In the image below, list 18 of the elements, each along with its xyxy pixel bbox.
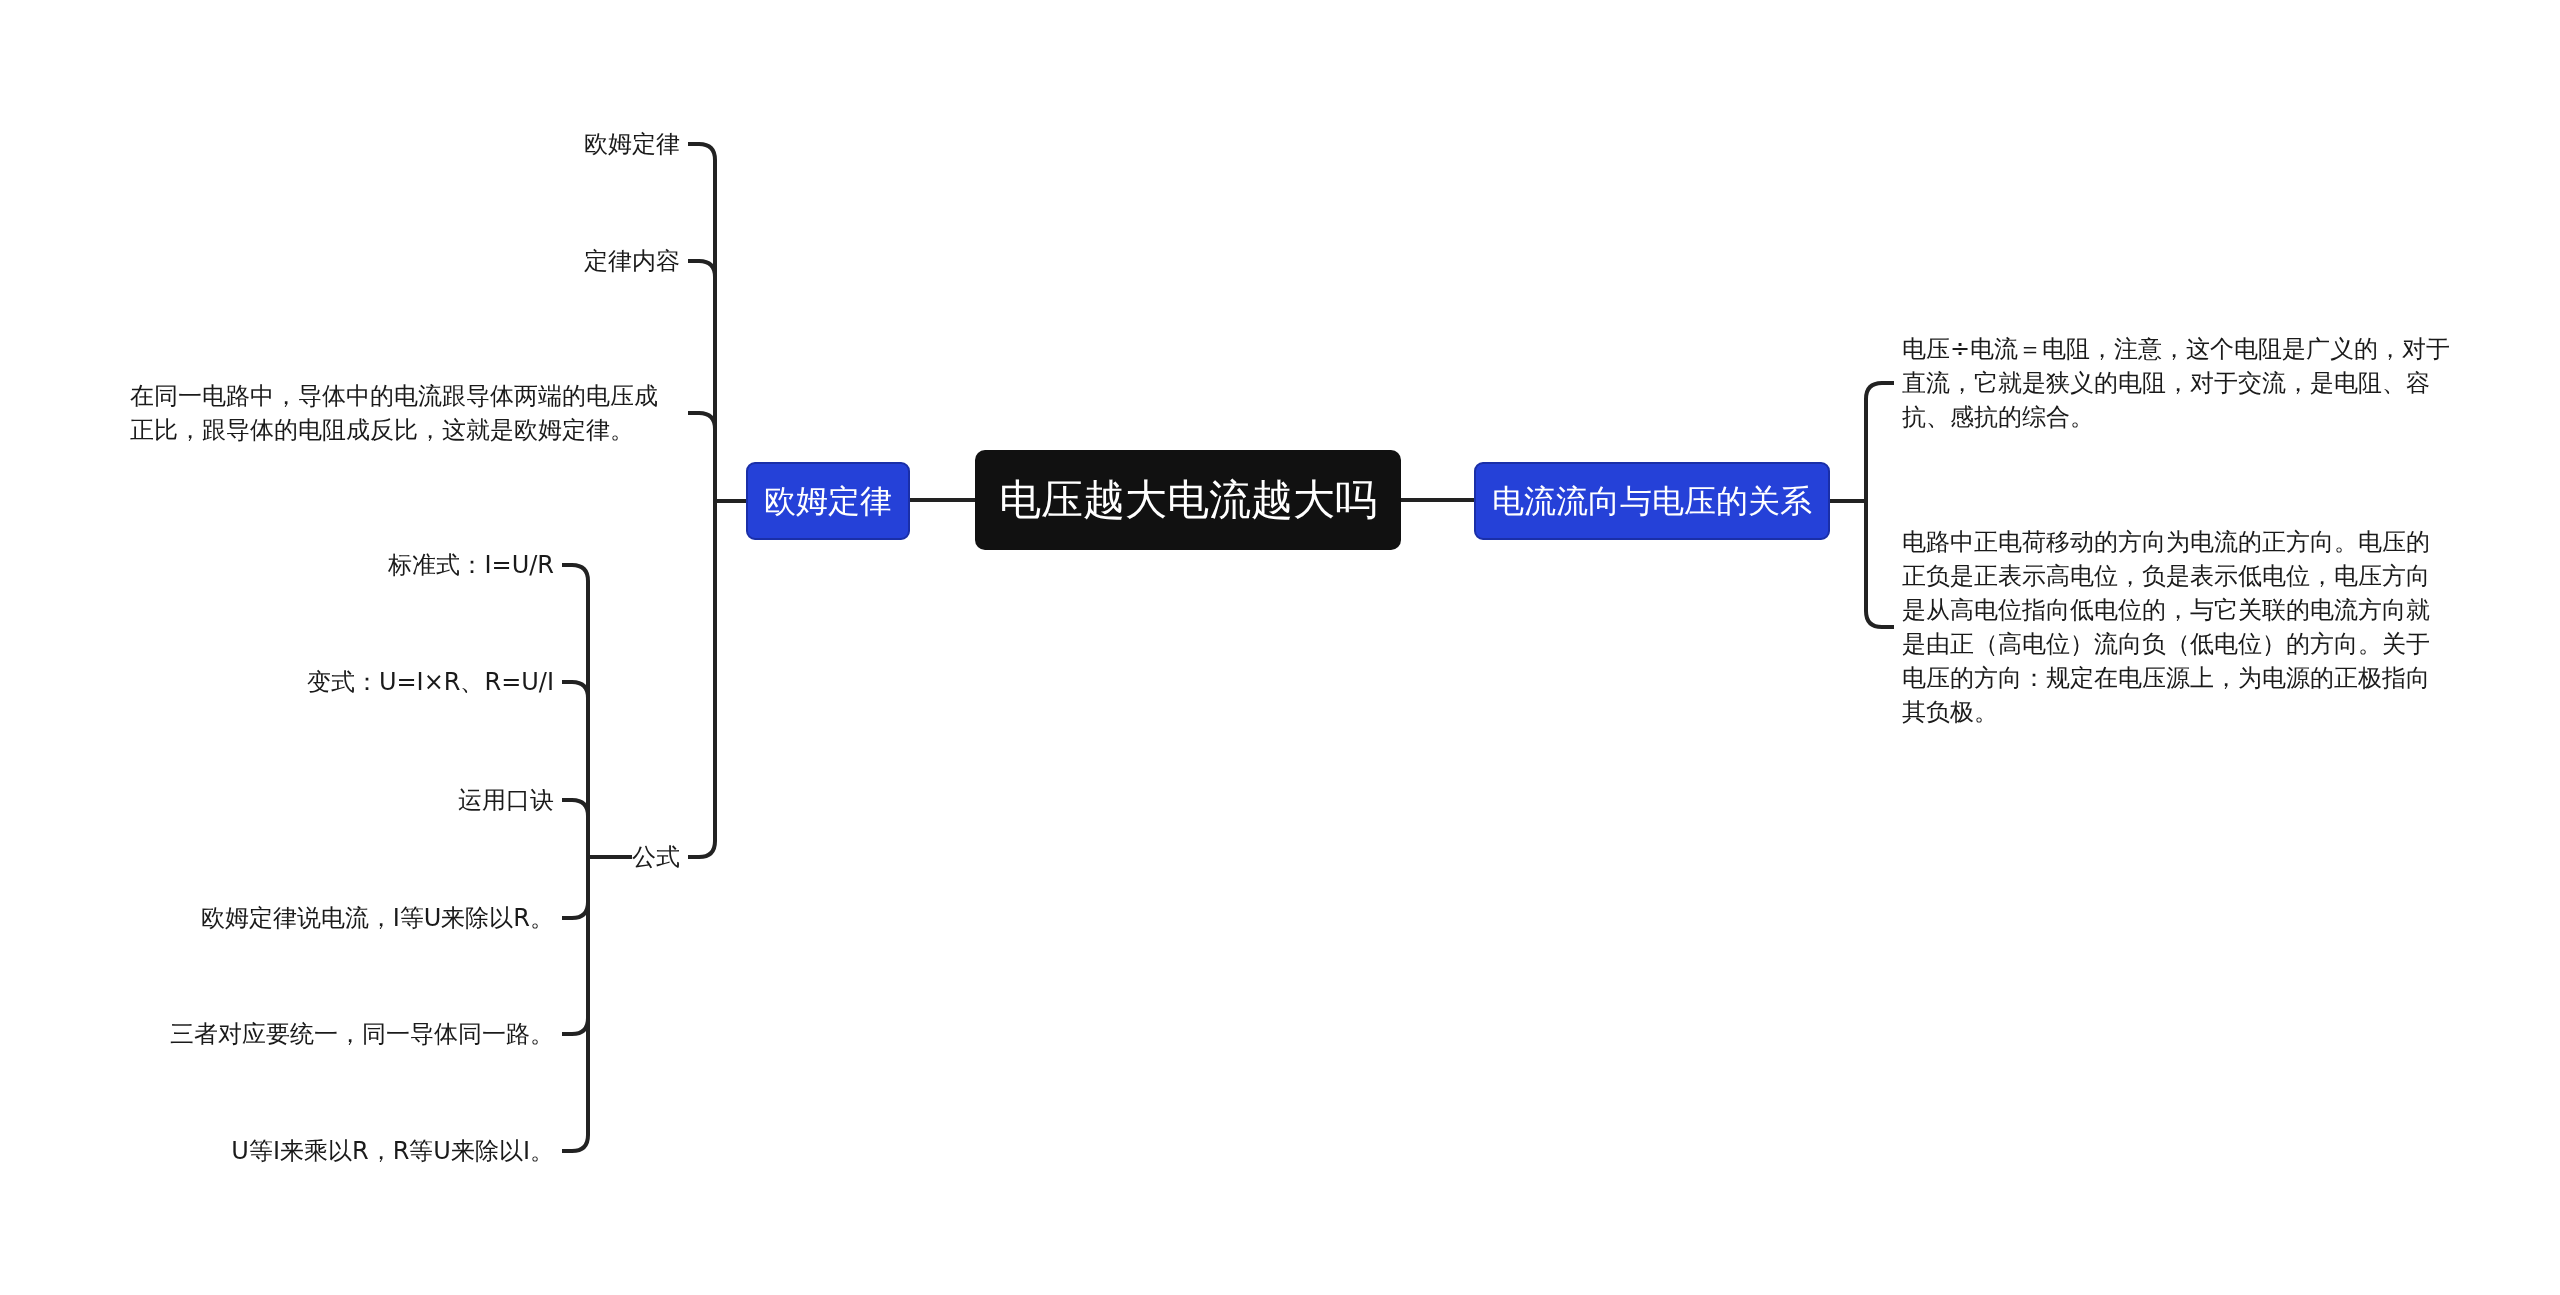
topic-text: 在同一电路中，导体中的电流跟导体两端的电压成正比，跟导体的电阻成反比，这就是欧姆定律。 <box>130 379 680 447</box>
connector-line <box>688 499 746 859</box>
topic-text: 电路中正电荷移动的方向为电流的正方向。电压的正负是正表示高电位，负是表示低电位，电压方向是从高电位指向低电位的，与它关联的电流方向就是由正（高电位）流向负（低电位）的方向。关于电压的方向：规定在电压源上，为电源的正极指向其负极。 <box>1902 525 2452 729</box>
central-topic: 电压越大电流越大吗 <box>975 450 1401 550</box>
branch-topic: 欧姆定律 <box>746 462 910 540</box>
topic-text: 标准式：I=U/R <box>388 548 554 582</box>
topic-text: U等I来乘以R，R等U来除以I。 <box>231 1134 554 1168</box>
topic-text: 欧姆定律 <box>584 127 680 161</box>
topic-text: 运用口诀 <box>458 783 554 817</box>
connector-line <box>910 498 975 502</box>
topic-text: 定律内容 <box>584 244 680 278</box>
topic-text: 公式 <box>632 840 680 874</box>
branch-topic: 电流流向与电压的关系 <box>1474 462 1830 540</box>
topic-text: 欧姆定律说电流，I等U来除以R。 <box>200 901 554 935</box>
topic-text: 电压÷电流＝电阻，注意，这个电阻是广义的，对于直流，它就是狭义的电阻，对于交流，是电阻、容抗、感抗的综合。 <box>1902 332 2452 434</box>
topic-text: 三者对应要统一，同一导体同一路。 <box>170 1017 554 1051</box>
connector-line <box>1401 498 1474 502</box>
topic-text: 变式：U=I×R、R=U/I <box>306 665 554 699</box>
